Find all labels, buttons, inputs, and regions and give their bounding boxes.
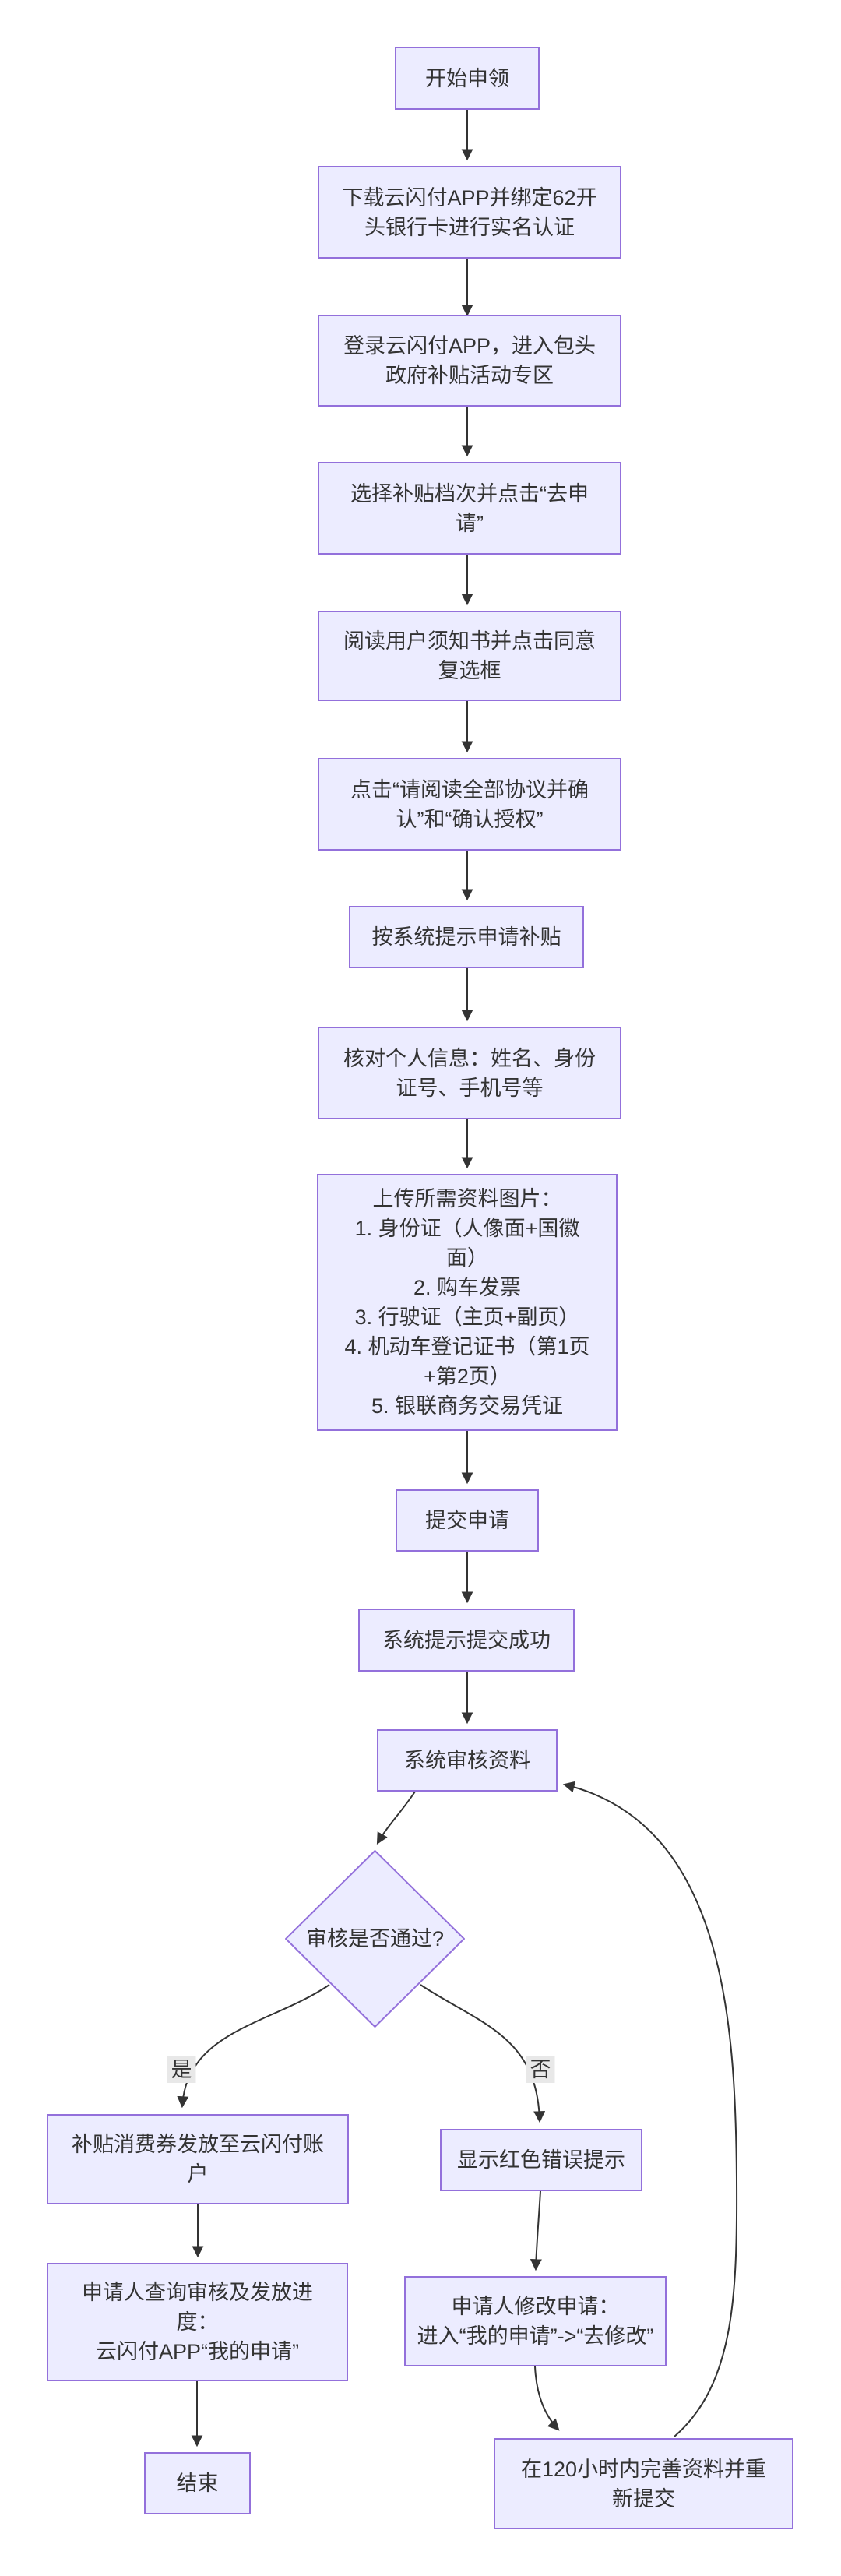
node-review_pass: 审核是否通过? — [285, 1850, 465, 2028]
node-upload_docs: 上传所需资料图片： 1. 身份证（人像面+国徽 面） 2. 购车发票 3. 行驶… — [317, 1174, 618, 1431]
edge-system_review-to-review_pass — [376, 1791, 416, 1845]
node-query_progress: 申请人查询审核及发放进 度： 云闪付APP“我的申请” — [47, 2263, 348, 2381]
node-follow_prompts: 按系统提示申请补贴 — [349, 906, 584, 968]
node-start: 开始申领 — [395, 47, 540, 110]
node-label: 上传所需资料图片： 1. 身份证（人像面+国徽 面） 2. 购车发票 3. 行驶… — [344, 1187, 590, 1418]
edge-label-review_pass-voucher_issued: 是 — [167, 2056, 196, 2083]
node-label: 申请人修改申请： 进入“我的申请”->“去修改” — [417, 2295, 654, 2348]
node-label: 显示红色错误提示 — [457, 2148, 625, 2172]
node-submit_success: 系统提示提交成功 — [358, 1609, 575, 1672]
node-end: 结束 — [144, 2452, 251, 2514]
node-click_agree: 点击“请阅读全部协议并确 认”和“确认授权” — [318, 758, 621, 851]
node-label: 补贴消费券发放至云闪付账 户 — [72, 2133, 324, 2186]
node-login: 登录云闪付APP，进入包头 政府补贴活动专区 — [318, 315, 621, 407]
node-verify_info: 核对个人信息：姓名、身份 证号、手机号等 — [318, 1027, 621, 1119]
node-label: 点击“请阅读全部协议并确 认”和“确认授权” — [350, 777, 589, 831]
node-label: 登录云闪付APP，进入包头 政府补贴活动专区 — [343, 334, 596, 387]
node-modify_application: 申请人修改申请： 进入“我的申请”->“去修改” — [404, 2276, 667, 2366]
node-label: 阅读用户须知书并点击同意 复选框 — [343, 629, 596, 682]
node-voucher_issued: 补贴消费券发放至云闪付账 户 — [47, 2114, 349, 2204]
node-label: 结束 — [176, 2472, 219, 2495]
edge-review_pass-to-error_prompt — [420, 1984, 546, 2123]
node-system_review: 系统审核资料 — [377, 1729, 558, 1792]
node-label: 提交申请 — [425, 1509, 509, 1532]
node-label: 申请人查询审核及发放进 度： 云闪付APP“我的申请” — [82, 2281, 313, 2363]
node-resubmit: 在120小时内完善资料并重 新提交 — [494, 2438, 793, 2529]
node-label: 在120小时内完善资料并重 新提交 — [520, 2457, 767, 2511]
node-label: 按系统提示申请补贴 — [371, 925, 561, 949]
node-download: 下载云闪付APP并绑定62开 头银行卡进行实名认证 — [318, 166, 621, 259]
node-label: 核对个人信息：姓名、身份 证号、手机号等 — [343, 1046, 596, 1100]
node-select_tier: 选择补贴档次并点击“去申 请” — [318, 462, 621, 555]
node-label: 审核是否通过? — [305, 1927, 445, 1951]
node-label: 选择补贴档次并点击“去申 请” — [350, 481, 589, 535]
edge-resubmit-to-system_review — [562, 1781, 738, 2437]
node-label: 系统提示提交成功 — [382, 1628, 551, 1652]
edge-modify_application-to-resubmit — [534, 2366, 560, 2431]
node-error_prompt: 显示红色错误提示 — [440, 2129, 642, 2191]
node-label: 系统审核资料 — [404, 1749, 530, 1772]
node-submit: 提交申请 — [396, 1489, 539, 1552]
node-label: 开始申领 — [425, 66, 509, 90]
node-read_notice: 阅读用户须知书并点击同意 复选框 — [318, 611, 621, 701]
decision-diamond-shape — [285, 1850, 465, 2028]
edge-error_prompt-to-modify_application — [530, 2190, 542, 2271]
node-label: 下载云闪付APP并绑定62开 头银行卡进行实名认证 — [342, 185, 597, 239]
edge-label-review_pass-error_prompt: 否 — [526, 2056, 555, 2083]
